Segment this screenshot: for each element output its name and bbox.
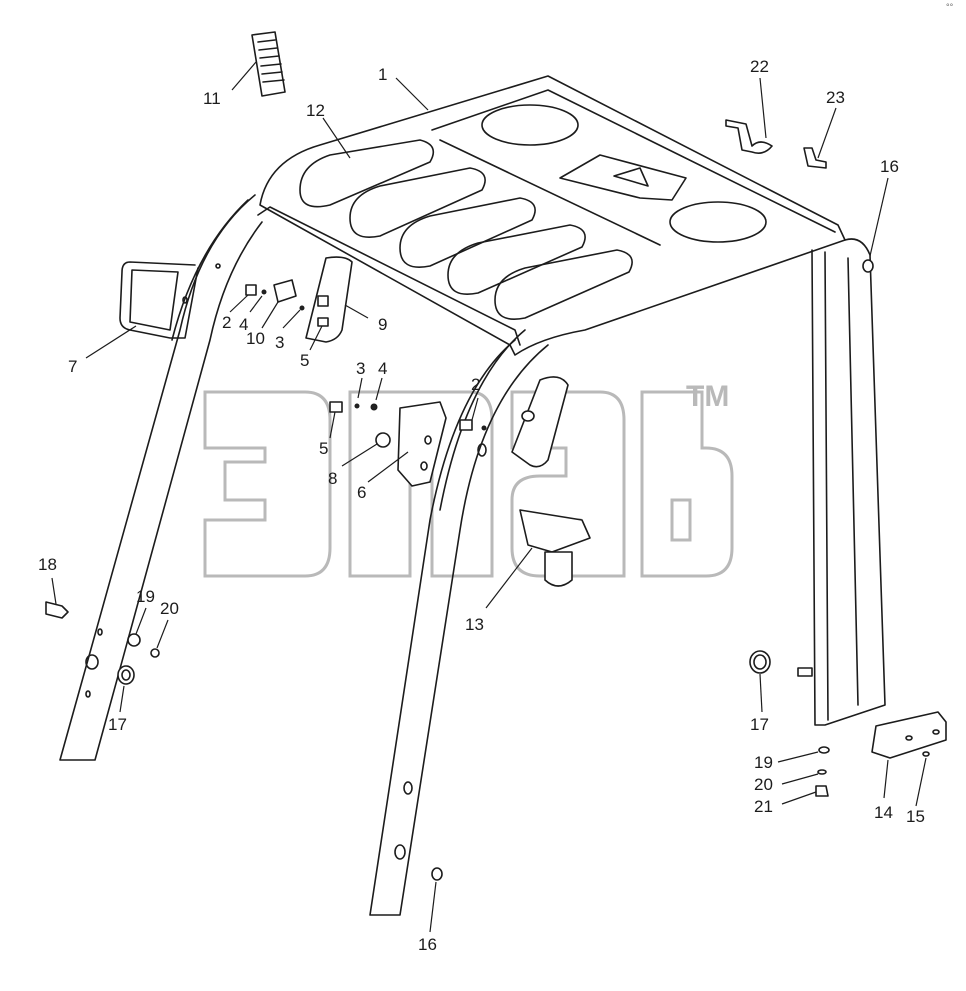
callout-7: 7 <box>68 357 77 376</box>
callout-5-upper: 5 <box>300 351 309 370</box>
callout-16-top: 16 <box>880 157 899 176</box>
fasteners <box>245 279 535 448</box>
callout-19-right: 19 <box>754 753 773 772</box>
callout-13: 13 <box>465 615 484 634</box>
callout-23: 23 <box>826 88 845 107</box>
corner-mark: °° <box>946 2 954 12</box>
leader-lines <box>51 61 927 933</box>
callout-4-right: 4 <box>378 359 387 378</box>
lamp-lens <box>251 31 286 97</box>
callout-labels: 1 2 2 3 3 4 4 5 5 6 7 8 9 10 11 12 13 14… <box>38 2 954 954</box>
callout-5-lower: 5 <box>319 439 328 458</box>
callout-6: 6 <box>357 483 366 502</box>
callout-18: 18 <box>38 555 57 574</box>
callout-12: 12 <box>306 101 325 120</box>
callout-20-left: 20 <box>160 599 179 618</box>
callout-1: 1 <box>378 65 387 84</box>
callout-22: 22 <box>750 57 769 76</box>
callout-20-right: 20 <box>754 775 773 794</box>
callout-17-left: 17 <box>108 715 127 734</box>
callout-11: 11 <box>203 89 221 108</box>
callout-10: 10 <box>246 329 265 348</box>
callout-16-bottom: 16 <box>418 935 437 954</box>
mirror-panel <box>305 256 353 343</box>
callout-21: 21 <box>754 797 773 816</box>
callout-2-left: 2 <box>222 313 231 332</box>
watermark-trademark: TM <box>686 380 729 413</box>
left-hardware <box>45 601 160 685</box>
overhead-guard-frame <box>59 75 886 916</box>
watermark: TM <box>203 380 734 578</box>
callout-15: 15 <box>906 807 925 826</box>
callout-4-left: 4 <box>239 315 248 334</box>
roof-vent-slots <box>299 104 767 320</box>
callout-9: 9 <box>378 315 387 334</box>
right-hardware <box>431 259 947 881</box>
callout-3-left: 3 <box>275 333 284 352</box>
callout-8: 8 <box>328 469 337 488</box>
callout-19-left: 19 <box>136 587 155 606</box>
mount-bracket <box>397 401 447 487</box>
callout-2-right: 2 <box>471 375 480 394</box>
small-brackets <box>725 119 827 169</box>
callout-14: 14 <box>874 803 893 822</box>
callout-17-right: 17 <box>750 715 769 734</box>
work-lamp <box>511 376 591 587</box>
callout-3-right: 3 <box>356 359 365 378</box>
